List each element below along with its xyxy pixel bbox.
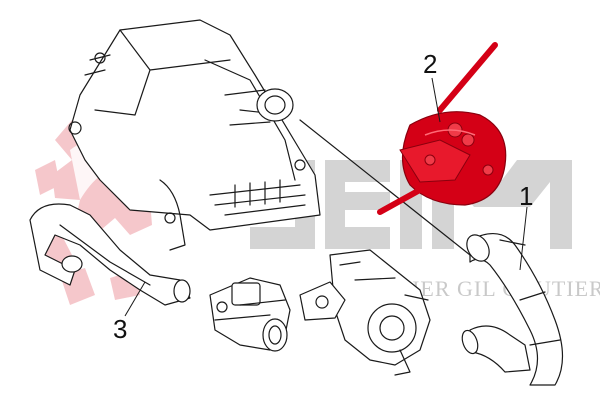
turbocharger — [299, 249, 431, 376]
intake-pipe — [29, 179, 191, 306]
intake-manifold — [68, 19, 471, 256]
callout-1: 1 — [519, 181, 533, 211]
vacuum-pump — [377, 42, 507, 215]
leader-lines — [124, 77, 528, 317]
callout-3: 3 — [113, 314, 127, 344]
egr-valve — [209, 277, 291, 352]
leader-line-1 — [519, 206, 528, 271]
intercooler-hose — [461, 233, 564, 386]
leader-line-3 — [124, 281, 146, 317]
callout-2: 2 — [423, 49, 437, 79]
leader-line-2 — [431, 77, 441, 123]
